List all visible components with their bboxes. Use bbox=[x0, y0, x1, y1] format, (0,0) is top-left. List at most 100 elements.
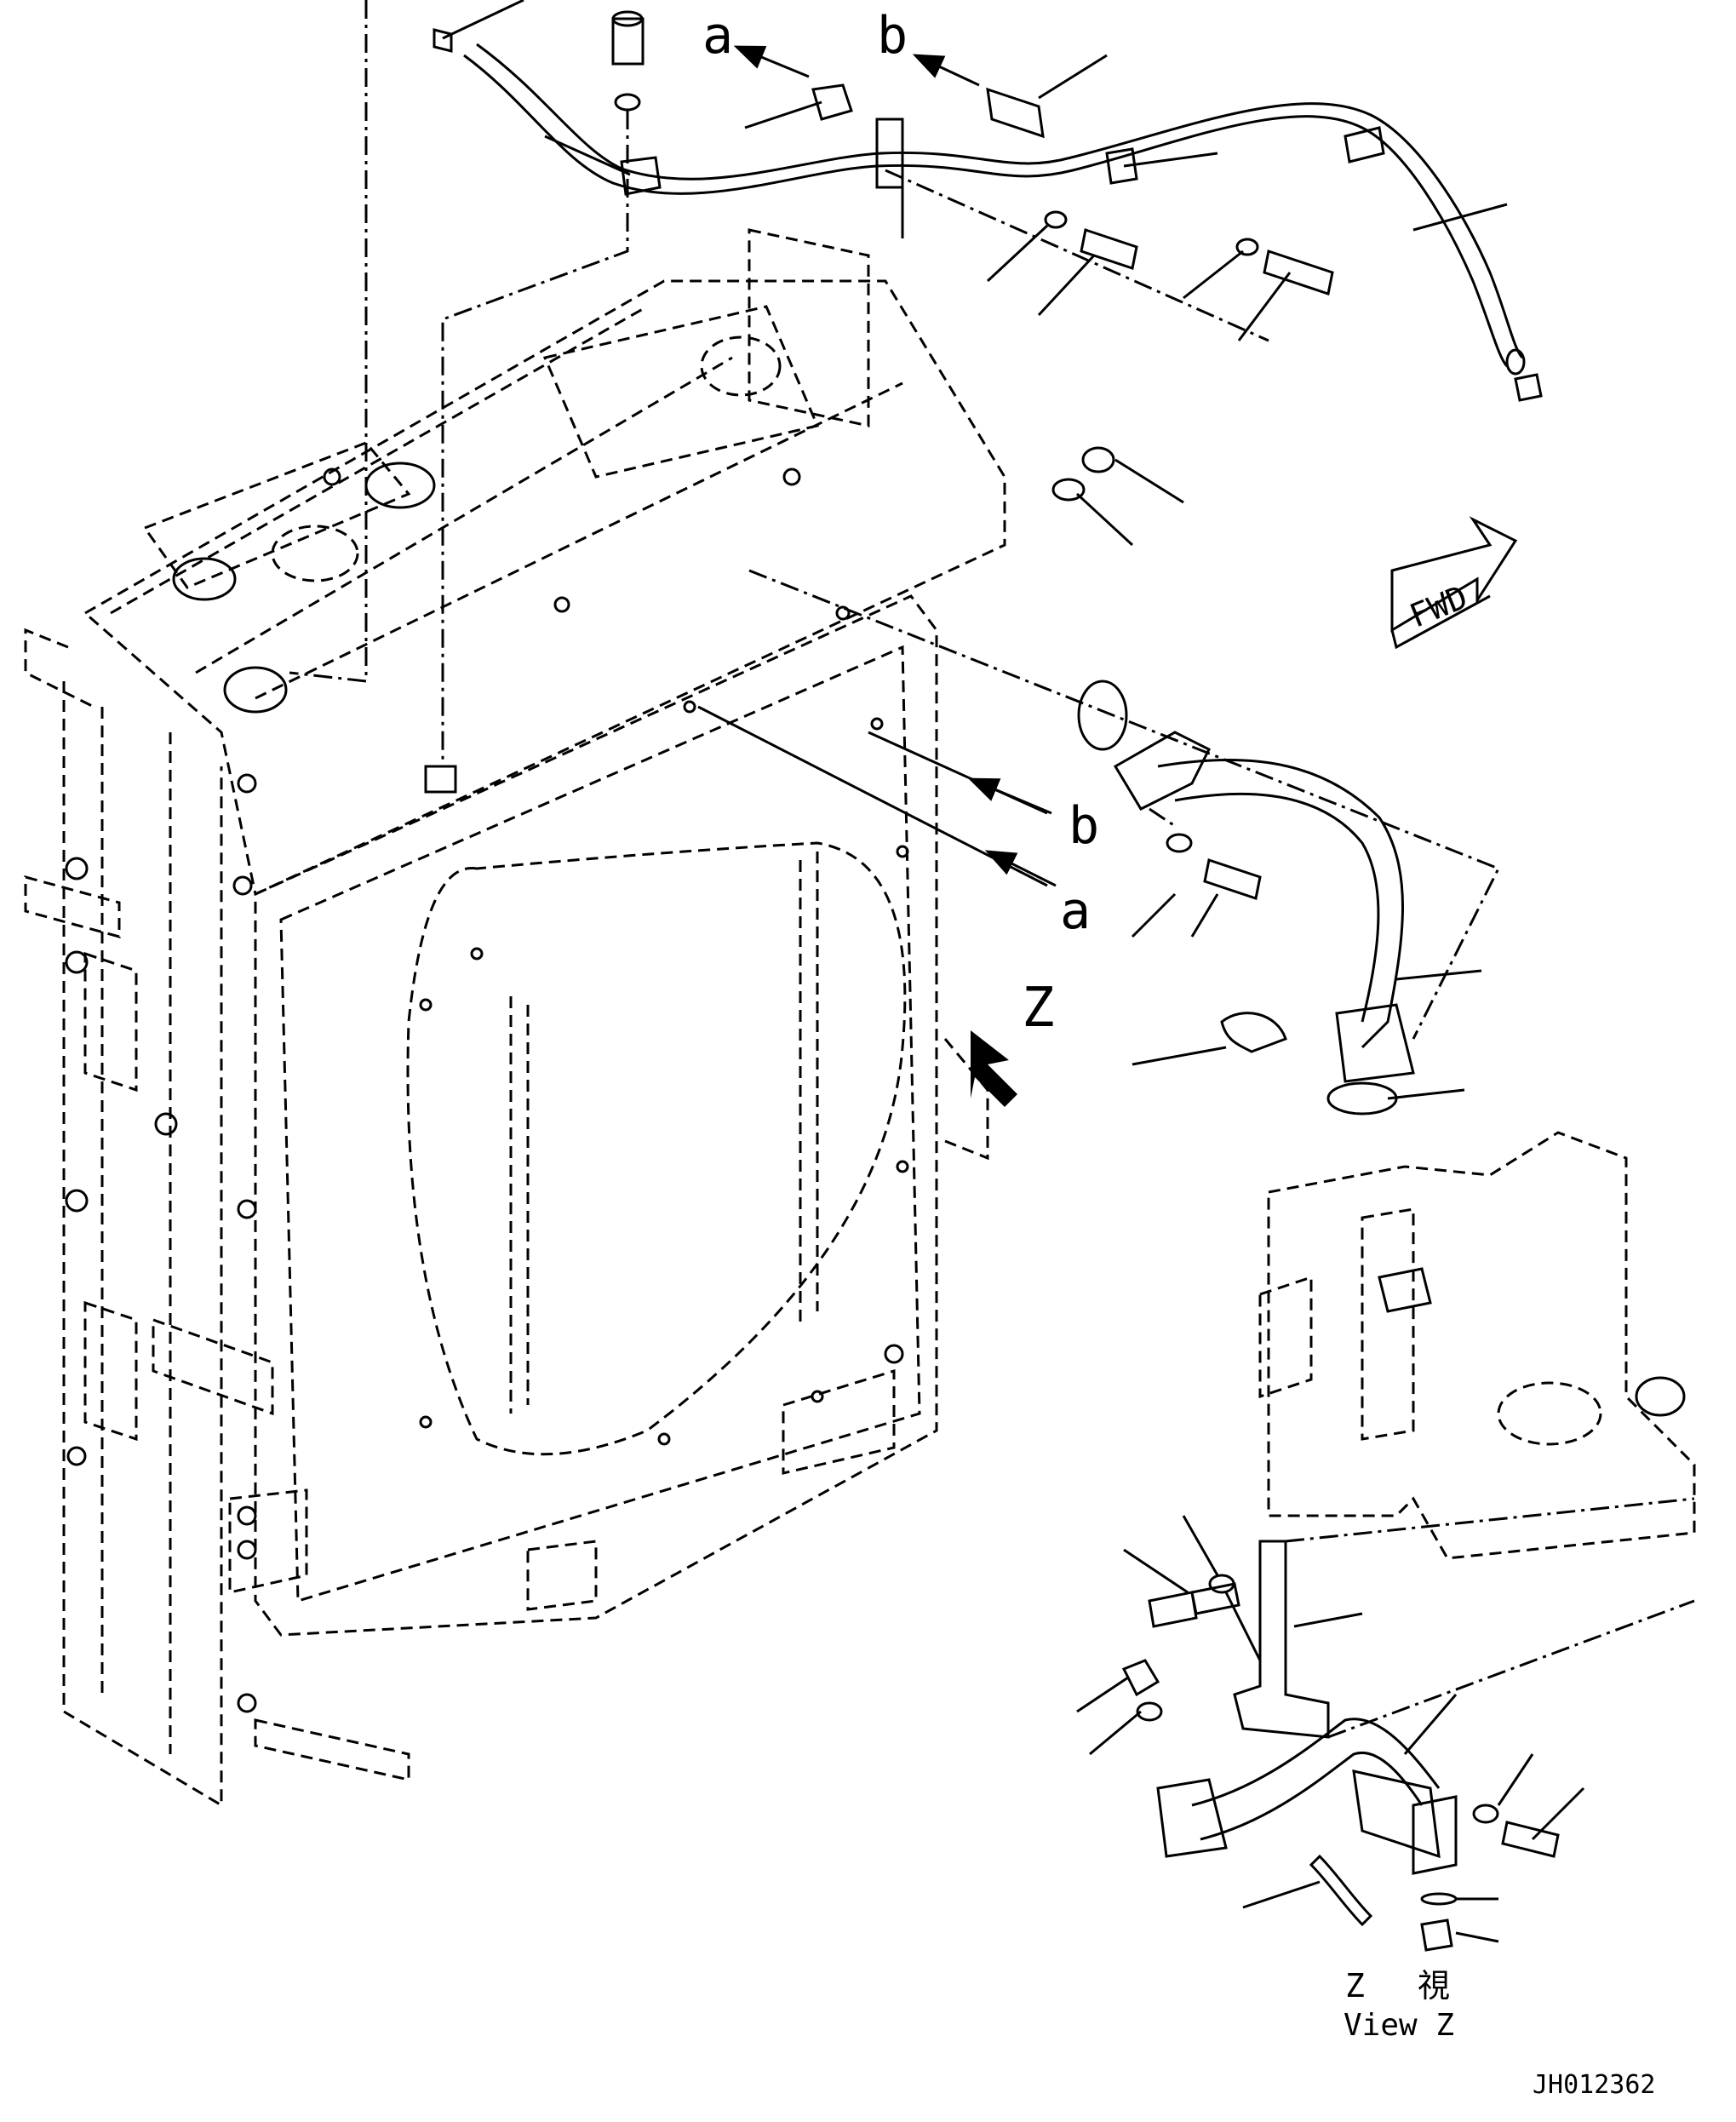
engine-block-outline bbox=[1267, 1131, 1696, 1560]
arrow-b-side bbox=[967, 777, 1052, 815]
nut-washer bbox=[1136, 1701, 1163, 1722]
lower-pipe-flange-left bbox=[1156, 1778, 1228, 1858]
fwd-arrow-icon bbox=[1390, 516, 1518, 633]
guide-line-clamp bbox=[885, 169, 1269, 342]
bolt-mid-1 bbox=[1080, 228, 1138, 270]
fwd-arrow bbox=[1390, 516, 1518, 650]
pipe-body-inner bbox=[1174, 792, 1380, 1023]
core-edges bbox=[509, 852, 819, 1414]
left-slot-upper bbox=[83, 951, 138, 1093]
callout-leader-lines bbox=[442, 0, 1585, 1943]
nut-upper bbox=[1081, 446, 1115, 473]
lower-pipe-stub bbox=[1412, 1795, 1458, 1875]
washer-upper bbox=[1051, 478, 1086, 502]
gasket-upper bbox=[1077, 680, 1128, 751]
outlet-nozzle bbox=[223, 666, 288, 714]
engine-channel bbox=[1361, 1207, 1415, 1441]
u-bolt bbox=[1220, 1012, 1287, 1053]
pipe-flange-upper bbox=[1113, 731, 1212, 811]
top-tank-channel bbox=[142, 441, 411, 589]
hex-nut bbox=[1121, 1659, 1160, 1697]
bracket-washer bbox=[1208, 1574, 1235, 1594]
ref-b-top-label: b bbox=[877, 6, 908, 66]
air-vent-hose-outer bbox=[463, 54, 1509, 368]
upper-hose-assembly bbox=[289, 0, 1543, 794]
bracket-bolt-2 bbox=[1148, 1591, 1198, 1628]
engine-side-plate bbox=[1258, 1275, 1313, 1399]
left-lower-boss bbox=[228, 1488, 308, 1594]
fwd-arrow-depth bbox=[1390, 594, 1491, 650]
bolt-mid-2 bbox=[1263, 249, 1334, 295]
hose-clamp-3 bbox=[1105, 147, 1138, 185]
left-column-outline bbox=[62, 681, 223, 1808]
top-tank-header bbox=[542, 305, 820, 479]
hose-end bbox=[1505, 348, 1526, 376]
hose-clamp-1 bbox=[620, 156, 662, 196]
pipe-flange-lower bbox=[1335, 1003, 1415, 1083]
guide-line-left bbox=[289, 0, 368, 683]
left-foot bbox=[254, 1718, 410, 1781]
lower-pipe-inner bbox=[1200, 1751, 1424, 1841]
guide-line-pipe bbox=[748, 569, 1501, 1040]
top-tank bbox=[83, 279, 1006, 897]
drain-hose bbox=[1309, 1854, 1373, 1927]
view-z-arrow bbox=[971, 1030, 1017, 1107]
drawing-code: JH012362 bbox=[1533, 2070, 1656, 2100]
inlet-port bbox=[700, 336, 782, 397]
lower-right-mount bbox=[782, 1368, 896, 1475]
left-column-inner bbox=[100, 707, 172, 1754]
view-marker-label: Z bbox=[1022, 977, 1055, 1040]
hose-clamp-4 bbox=[1344, 126, 1385, 163]
right-tab bbox=[943, 1038, 989, 1161]
engine-sensor bbox=[1378, 1267, 1432, 1313]
left-mount-plate bbox=[152, 1317, 274, 1416]
washer-mid-2 bbox=[1235, 238, 1259, 256]
washer-mid-1 bbox=[1044, 210, 1068, 229]
guide-line-bolt bbox=[441, 111, 629, 766]
left-top-bracket bbox=[24, 628, 95, 708]
guide-line-short bbox=[1149, 807, 1176, 828]
lower-pipe-flange-right bbox=[1352, 1769, 1441, 1859]
gasket-lower bbox=[1326, 1081, 1398, 1115]
arrow-a-side bbox=[984, 850, 1057, 887]
fan-shroud bbox=[254, 594, 938, 1637]
top-tank-right-box bbox=[748, 228, 870, 427]
hose-end-nut bbox=[1514, 373, 1543, 402]
fan-opening bbox=[406, 841, 907, 1456]
view-z-detail bbox=[1121, 1131, 1696, 1952]
engine-port bbox=[1497, 1381, 1602, 1446]
left-handle bbox=[24, 875, 121, 938]
o-ring bbox=[1420, 1892, 1458, 1906]
drain-pipe-assembly bbox=[748, 569, 1501, 1115]
radiator-bolts bbox=[65, 467, 909, 1713]
z-arrow-icon bbox=[971, 1030, 1017, 1107]
hose-clip-top bbox=[433, 28, 453, 53]
radiator-assembly bbox=[24, 228, 1006, 1808]
top-bolt bbox=[611, 17, 645, 66]
tank-cap bbox=[271, 525, 359, 582]
air-vent-hose-inner bbox=[476, 43, 1524, 359]
view-z-english: View Z bbox=[1344, 2008, 1454, 2043]
engine-boss bbox=[1635, 1376, 1686, 1417]
ref-a-side-label: a bbox=[1060, 881, 1091, 941]
lower-boss bbox=[526, 1540, 598, 1611]
fan-shroud-inner bbox=[279, 645, 921, 1603]
filler-cap-lower bbox=[172, 557, 237, 601]
pipe-bolt bbox=[1203, 858, 1262, 900]
drain-plug bbox=[1420, 1918, 1453, 1952]
guide-lines-viewz bbox=[1285, 1497, 1695, 1739]
lower-pipe-outer bbox=[1191, 1718, 1441, 1807]
top-tank-ribs bbox=[110, 305, 903, 700]
arrow-b-top bbox=[912, 54, 980, 87]
pipe-body-outer bbox=[1157, 759, 1404, 1049]
tank-nut bbox=[424, 765, 457, 794]
ref-b-side-label: b bbox=[1069, 796, 1099, 856]
arrow-a-top bbox=[733, 45, 810, 78]
view-z-letter: Z bbox=[1345, 1967, 1365, 2004]
lower-bolt bbox=[1501, 1821, 1560, 1858]
left-slot-lower bbox=[83, 1300, 138, 1442]
ref-a-top-label: a bbox=[702, 6, 733, 66]
view-z-kanji: 視 bbox=[1418, 1967, 1450, 2004]
